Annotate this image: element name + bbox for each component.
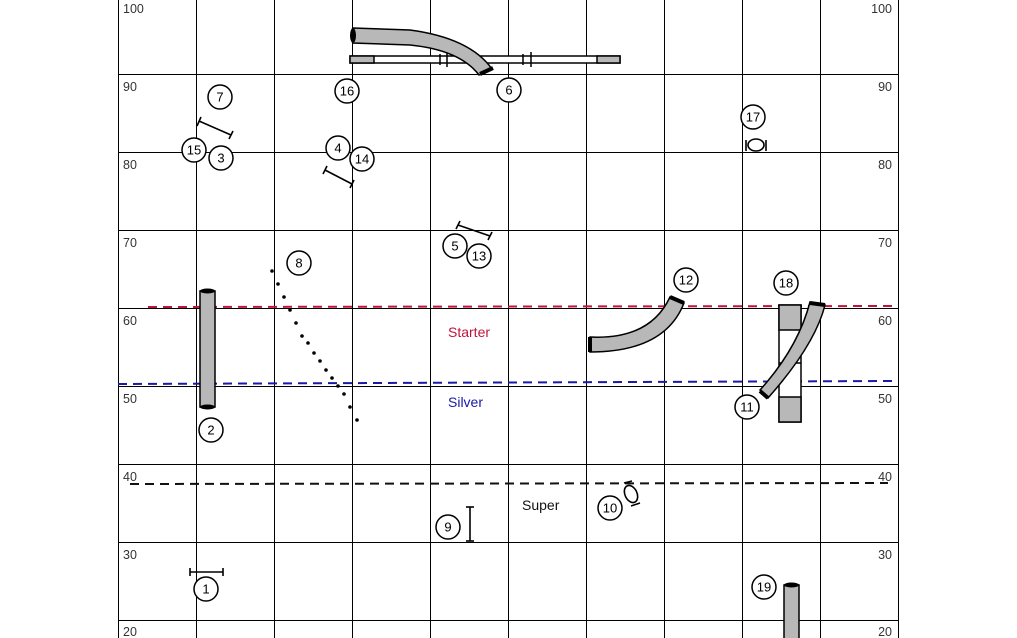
starter-line bbox=[147, 305, 899, 308]
number-13: 13 bbox=[466, 243, 492, 269]
svg-text:3: 3 bbox=[217, 151, 224, 166]
axis-label-right: 70 bbox=[878, 236, 892, 250]
svg-text:4: 4 bbox=[334, 141, 341, 156]
svg-text:13: 13 bbox=[472, 249, 486, 264]
axis-label-right: 100 bbox=[871, 2, 892, 16]
number-12: 12 bbox=[673, 267, 699, 293]
curved-tunnel-12 bbox=[588, 295, 685, 353]
jump-7-15 bbox=[196, 116, 234, 140]
svg-text:9: 9 bbox=[444, 520, 451, 535]
number-14: 14 bbox=[349, 146, 375, 172]
jumps bbox=[189, 116, 493, 576]
number-19: 19 bbox=[751, 574, 777, 600]
axis-label-left: 20 bbox=[123, 625, 137, 638]
number-15: 15 bbox=[181, 137, 207, 163]
axis-label-right: 80 bbox=[878, 158, 892, 172]
svg-text:12: 12 bbox=[679, 273, 693, 288]
contact-obstacle-18 bbox=[778, 304, 802, 423]
number-10: 10 bbox=[597, 495, 623, 521]
svg-text:8: 8 bbox=[295, 256, 302, 271]
axis-label-right: 20 bbox=[878, 625, 892, 638]
axis-label-left: 50 bbox=[123, 392, 137, 406]
axis-label-left: 40 bbox=[123, 470, 137, 484]
svg-text:14: 14 bbox=[355, 152, 369, 167]
svg-text:10: 10 bbox=[603, 501, 617, 516]
axis-label-left: 90 bbox=[123, 80, 137, 94]
svg-text:15: 15 bbox=[187, 143, 201, 158]
number-5: 5 bbox=[442, 233, 468, 259]
super-label: Super bbox=[522, 497, 560, 513]
number-3: 3 bbox=[208, 145, 234, 171]
axis-label-left: 80 bbox=[123, 158, 137, 172]
number-8: 8 bbox=[286, 250, 312, 276]
jump-1 bbox=[189, 568, 224, 576]
number-6: 6 bbox=[496, 77, 522, 103]
silver-label: Silver bbox=[448, 394, 483, 410]
tunnel-19 bbox=[783, 582, 800, 638]
number-9: 9 bbox=[435, 514, 461, 540]
tunnel-11 bbox=[758, 301, 826, 400]
number-4: 4 bbox=[325, 135, 351, 161]
number-11: 11 bbox=[734, 394, 760, 420]
svg-text:19: 19 bbox=[757, 580, 771, 595]
axis-label-right: 50 bbox=[878, 392, 892, 406]
jump-4-14 bbox=[322, 165, 355, 189]
tire-jump-10 bbox=[623, 480, 641, 507]
starter-label: Starter bbox=[448, 324, 490, 340]
number-18: 18 bbox=[773, 270, 799, 296]
weave-poles-8 bbox=[270, 269, 359, 422]
axis-label-left: 60 bbox=[123, 314, 137, 328]
svg-text:7: 7 bbox=[216, 90, 223, 105]
svg-text:18: 18 bbox=[779, 276, 793, 291]
obstacle-numbers: 1 2 3 4 5 6 7 8 9 10 11 12 13 14 15 16 1… bbox=[181, 77, 799, 602]
svg-text:5: 5 bbox=[451, 239, 458, 254]
svg-text:11: 11 bbox=[740, 400, 754, 415]
number-1: 1 bbox=[193, 576, 219, 602]
straight-tunnel-2 bbox=[199, 288, 216, 410]
number-2: 2 bbox=[198, 417, 224, 443]
axis-label-right: 30 bbox=[878, 548, 892, 562]
axis-label-right: 90 bbox=[878, 80, 892, 94]
tire-jump-17 bbox=[745, 138, 767, 152]
axis-label-left: 70 bbox=[123, 236, 137, 250]
jump-9 bbox=[466, 506, 474, 542]
axis-label-left: 100 bbox=[123, 2, 144, 16]
curved-tunnel-top bbox=[350, 27, 494, 76]
svg-text:17: 17 bbox=[746, 110, 760, 125]
jump-5-13 bbox=[455, 220, 493, 241]
svg-text:16: 16 bbox=[340, 84, 354, 99]
silver-line bbox=[117, 380, 893, 385]
super-line bbox=[129, 482, 889, 485]
axis-label-right: 60 bbox=[878, 314, 892, 328]
number-16: 16 bbox=[334, 78, 360, 104]
right-axis-labels: 100 90 80 70 60 50 40 30 20 bbox=[871, 2, 892, 638]
left-axis-labels: 100 90 80 70 60 50 40 30 20 bbox=[123, 2, 144, 638]
axis-label-left: 30 bbox=[123, 548, 137, 562]
number-17: 17 bbox=[740, 104, 766, 130]
number-7: 7 bbox=[207, 84, 233, 110]
svg-text:2: 2 bbox=[207, 423, 214, 438]
svg-text:6: 6 bbox=[505, 83, 512, 98]
grid bbox=[118, 0, 899, 638]
axis-label-right: 40 bbox=[878, 470, 892, 484]
svg-text:1: 1 bbox=[202, 582, 209, 597]
